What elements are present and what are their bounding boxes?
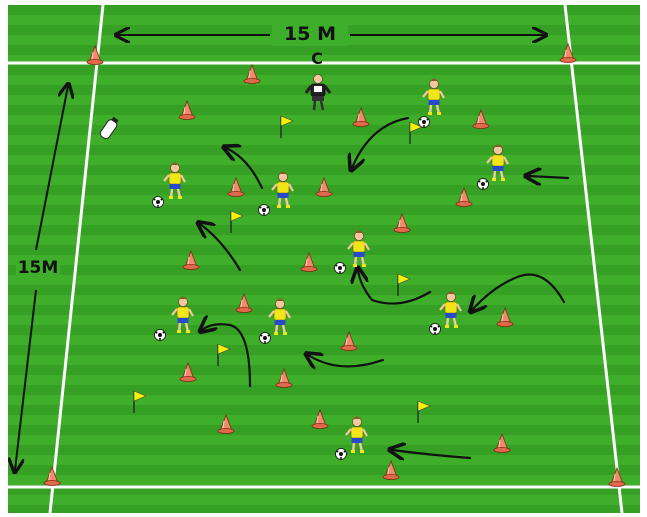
soccer-ball-icon: [430, 324, 441, 335]
soccer-ball-icon: [419, 117, 430, 128]
soccer-ball-icon: [153, 197, 164, 208]
soccer-ball-icon: [478, 179, 489, 190]
width-label: 15 M: [284, 23, 336, 45]
soccer-ball-icon: [335, 263, 346, 274]
soccer-ball-icon: [336, 449, 347, 460]
length-label: 15M: [18, 258, 59, 278]
coach-label: C: [311, 49, 323, 68]
soccer-ball-icon: [155, 330, 166, 341]
soccer-ball-icon: [260, 333, 271, 344]
grass-field: [8, 5, 640, 513]
soccer-ball-icon: [259, 205, 270, 216]
